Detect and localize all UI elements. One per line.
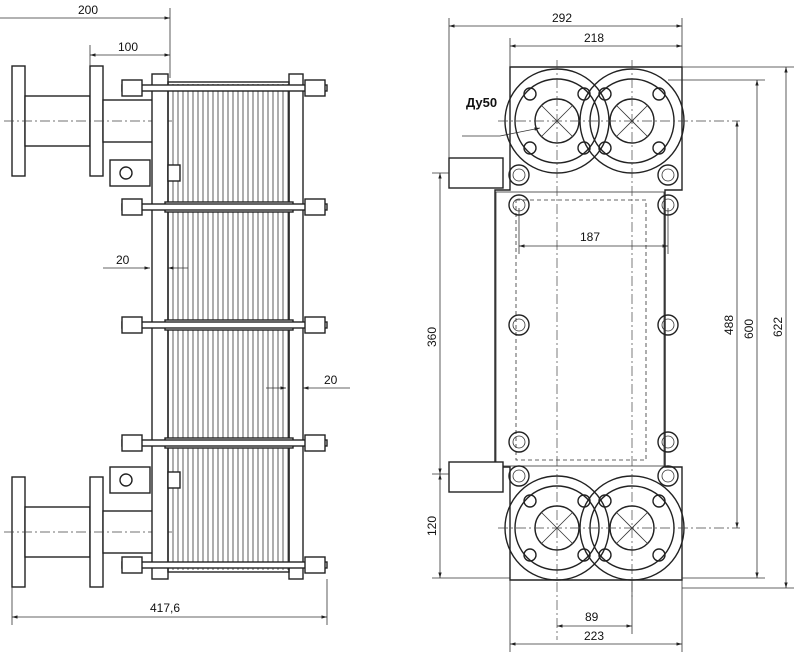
svg-text:218: 218 xyxy=(584,31,604,45)
side-brackets xyxy=(109,159,181,494)
side-view: 200 100 20 20 417,6 xyxy=(0,3,350,625)
front-dimension-187: 187 xyxy=(518,208,669,254)
svg-text:187: 187 xyxy=(580,230,600,244)
front-dimension-292: 292 xyxy=(448,11,683,158)
front-dimension-360: 360 xyxy=(425,172,449,475)
front-guide-bar-bottom xyxy=(448,461,504,493)
tie-bolt-nut xyxy=(121,198,143,216)
side-tie-bolts xyxy=(121,79,328,574)
front-guide-bar-top xyxy=(448,157,504,189)
tie-bolt-nut xyxy=(304,434,326,452)
frame-bolt xyxy=(508,465,530,487)
tie-bolt-nut xyxy=(304,316,326,334)
svg-text:417,6: 417,6 xyxy=(150,601,180,615)
tie-bolt-nut xyxy=(304,198,326,216)
svg-text:120: 120 xyxy=(425,516,439,536)
tie-bolt-nut xyxy=(304,556,326,574)
svg-text:200: 200 xyxy=(78,3,98,17)
tie-bolt-rod xyxy=(121,84,328,92)
frame-bolt xyxy=(657,431,679,453)
front-dimension-89: 89 xyxy=(557,580,633,634)
front-dimension-218: 218 xyxy=(509,31,682,67)
front-dimension-120: 120 xyxy=(425,474,510,579)
frame-bolt xyxy=(508,431,530,453)
svg-text:20: 20 xyxy=(116,253,130,267)
svg-text:20: 20 xyxy=(324,373,338,387)
port-nominal-label: Ду50 xyxy=(462,95,541,137)
frame-bolt xyxy=(508,314,530,336)
tie-bolt-rod xyxy=(121,203,328,211)
side-dimension-100: 100 xyxy=(89,40,170,66)
front-dimension-622: 622 xyxy=(682,66,794,589)
tie-bolt-rod xyxy=(121,321,328,329)
frame-bolt xyxy=(657,314,679,336)
side-dimension-20-left: 20 xyxy=(103,253,188,270)
svg-text:488: 488 xyxy=(722,315,736,335)
front-view: Ду50 292 218 187 360 xyxy=(425,11,794,652)
tie-bolt-nut xyxy=(121,79,143,97)
side-bottom-nozzle xyxy=(4,476,172,588)
tie-bolt-nut xyxy=(121,434,143,452)
svg-text:Ду50: Ду50 xyxy=(466,95,497,110)
side-dimension-20-right: 20 xyxy=(266,373,350,390)
tie-bolt-nut xyxy=(304,79,326,97)
frame-bolt xyxy=(657,164,679,186)
front-dimension-488: 488 xyxy=(722,121,739,528)
svg-text:600: 600 xyxy=(742,319,756,339)
svg-text:89: 89 xyxy=(585,610,599,624)
front-dimension-600: 600 xyxy=(668,79,765,579)
tie-bolt-rod xyxy=(121,561,328,569)
side-dimension-200: 200 xyxy=(0,3,171,78)
tie-bolt-nut xyxy=(121,316,143,334)
svg-text:360: 360 xyxy=(425,327,439,347)
frame-bolt xyxy=(508,164,530,186)
side-dimension-417-6: 417,6 xyxy=(11,579,328,625)
front-frame-bolts xyxy=(508,164,679,487)
svg-text:292: 292 xyxy=(552,11,572,25)
svg-text:100: 100 xyxy=(118,40,138,54)
svg-text:622: 622 xyxy=(771,317,785,337)
svg-text:223: 223 xyxy=(584,629,604,643)
front-dimension-223: 223 xyxy=(509,580,683,652)
tie-bolt-rod xyxy=(121,439,328,447)
frame-bolt xyxy=(657,465,679,487)
tie-bolt-nut xyxy=(121,556,143,574)
